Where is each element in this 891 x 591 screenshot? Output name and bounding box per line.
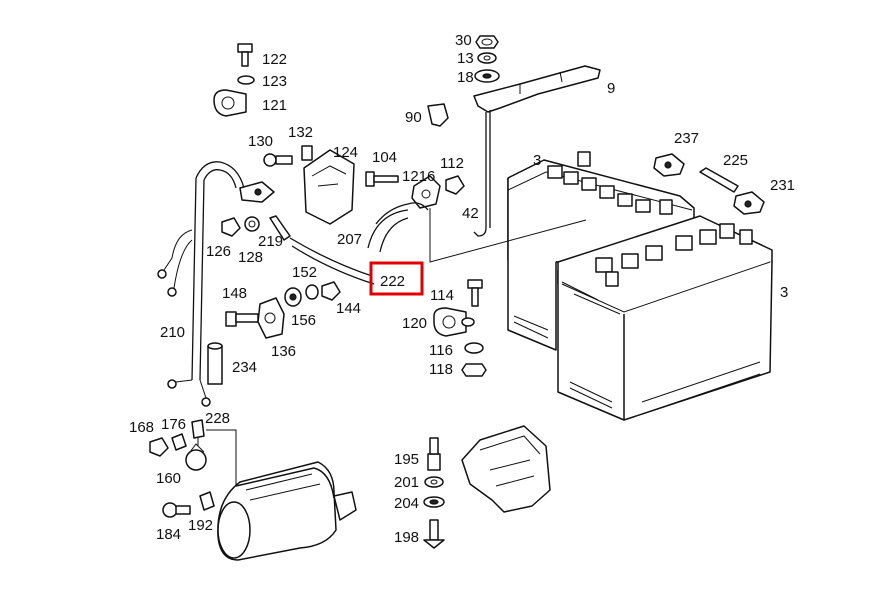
label-198: 198 — [394, 529, 419, 546]
clip-90 — [427, 103, 449, 127]
terminal-160 — [185, 443, 207, 471]
label-160: 160 — [156, 470, 181, 487]
washer-18 — [474, 69, 500, 83]
label-30: 30 — [455, 32, 472, 49]
label-122: 122 — [262, 51, 287, 68]
starter-motor — [217, 432, 357, 561]
clip-176 — [171, 433, 187, 451]
label-176: 176 — [161, 416, 186, 433]
label-18: 18 — [457, 69, 474, 86]
cover-124 — [303, 149, 355, 225]
washer-201 — [424, 476, 444, 488]
label-168: 168 — [129, 419, 154, 436]
label-195: 195 — [394, 451, 419, 468]
label-225: 225 — [723, 152, 748, 169]
nut-144 — [321, 281, 341, 301]
label-207: 207 — [337, 231, 362, 248]
terminal-clamp-231 — [733, 191, 765, 215]
label-152: 152 — [292, 264, 317, 281]
label-204: 204 — [394, 495, 419, 512]
label-13: 13 — [457, 50, 474, 67]
label-144: 144 — [336, 300, 361, 317]
bolt-114 — [467, 279, 483, 307]
label-126: 126 — [206, 243, 231, 260]
highlight-box — [369, 261, 424, 296]
cable-222 — [407, 202, 587, 263]
callout-labels: 30 13 18 9 122 123 121 90 237 225 231 13… — [129, 32, 795, 546]
clip-120 — [433, 307, 475, 337]
sleeve-234 — [207, 342, 223, 385]
label-136: 136 — [271, 343, 296, 360]
nut-30 — [475, 35, 499, 49]
cable-harness-210 — [157, 161, 245, 407]
clip-121 — [213, 89, 247, 117]
label-132: 132 — [288, 124, 313, 141]
washer-152 — [305, 284, 319, 300]
stud-195 — [427, 437, 441, 471]
label-3a: 3 — [533, 152, 541, 169]
label-90: 90 — [405, 109, 422, 126]
washer-204 — [423, 496, 445, 508]
label-231: 231 — [770, 177, 795, 194]
nut-168 — [149, 437, 169, 457]
alternator — [461, 425, 551, 513]
cable-207 — [289, 203, 409, 285]
bolt-219 — [269, 215, 291, 241]
label-1216: 1216 — [402, 168, 435, 185]
terminal-clamp-237 — [653, 153, 685, 177]
nut-112 — [445, 175, 465, 195]
clip-132 — [301, 145, 313, 161]
washer-13 — [477, 52, 497, 64]
label-120: 120 — [402, 315, 427, 332]
label-222: 222 — [380, 273, 405, 290]
label-9: 9 — [607, 80, 615, 97]
label-124: 124 — [333, 144, 358, 161]
label-234: 234 — [232, 359, 257, 376]
bolt-225 — [699, 167, 739, 193]
bolt-104 — [365, 171, 399, 187]
label-130: 130 — [248, 133, 273, 150]
label-237: 237 — [674, 130, 699, 147]
clip-228 — [191, 419, 237, 486]
screw-130 — [263, 153, 293, 167]
washer-156 — [284, 287, 302, 307]
bolt-148 — [225, 311, 259, 327]
label-219: 219 — [258, 233, 283, 250]
label-104: 104 — [372, 149, 397, 166]
terminal-1216 — [411, 175, 441, 209]
label-121: 121 — [262, 97, 287, 114]
label-228: 228 — [205, 410, 230, 427]
washer-116 — [464, 342, 484, 354]
label-114: 114 — [430, 287, 454, 304]
label-156: 156 — [291, 312, 316, 329]
label-42: 42 — [462, 205, 479, 222]
label-148: 148 — [222, 285, 247, 302]
clip-192 — [199, 491, 215, 511]
label-3b: 3 — [780, 284, 788, 301]
label-201: 201 — [394, 474, 419, 491]
label-184: 184 — [156, 526, 181, 543]
label-123: 123 — [262, 73, 287, 90]
nut-126 — [221, 217, 241, 237]
nut-118 — [461, 363, 487, 377]
bolt-122 — [237, 43, 253, 67]
battery-front — [557, 215, 773, 421]
hold-down-bracket — [473, 65, 601, 237]
label-118: 118 — [429, 361, 453, 378]
screw-184 — [162, 502, 191, 518]
label-210: 210 — [160, 324, 185, 341]
washer-128 — [244, 216, 260, 232]
label-112: 112 — [440, 155, 464, 172]
clip-136 — [257, 297, 285, 339]
label-128: 128 — [238, 249, 263, 266]
screw-198 — [423, 519, 445, 549]
label-116: 116 — [429, 342, 453, 359]
washer-123 — [237, 75, 255, 85]
label-192: 192 — [188, 517, 213, 534]
terminal-ring — [239, 181, 275, 203]
